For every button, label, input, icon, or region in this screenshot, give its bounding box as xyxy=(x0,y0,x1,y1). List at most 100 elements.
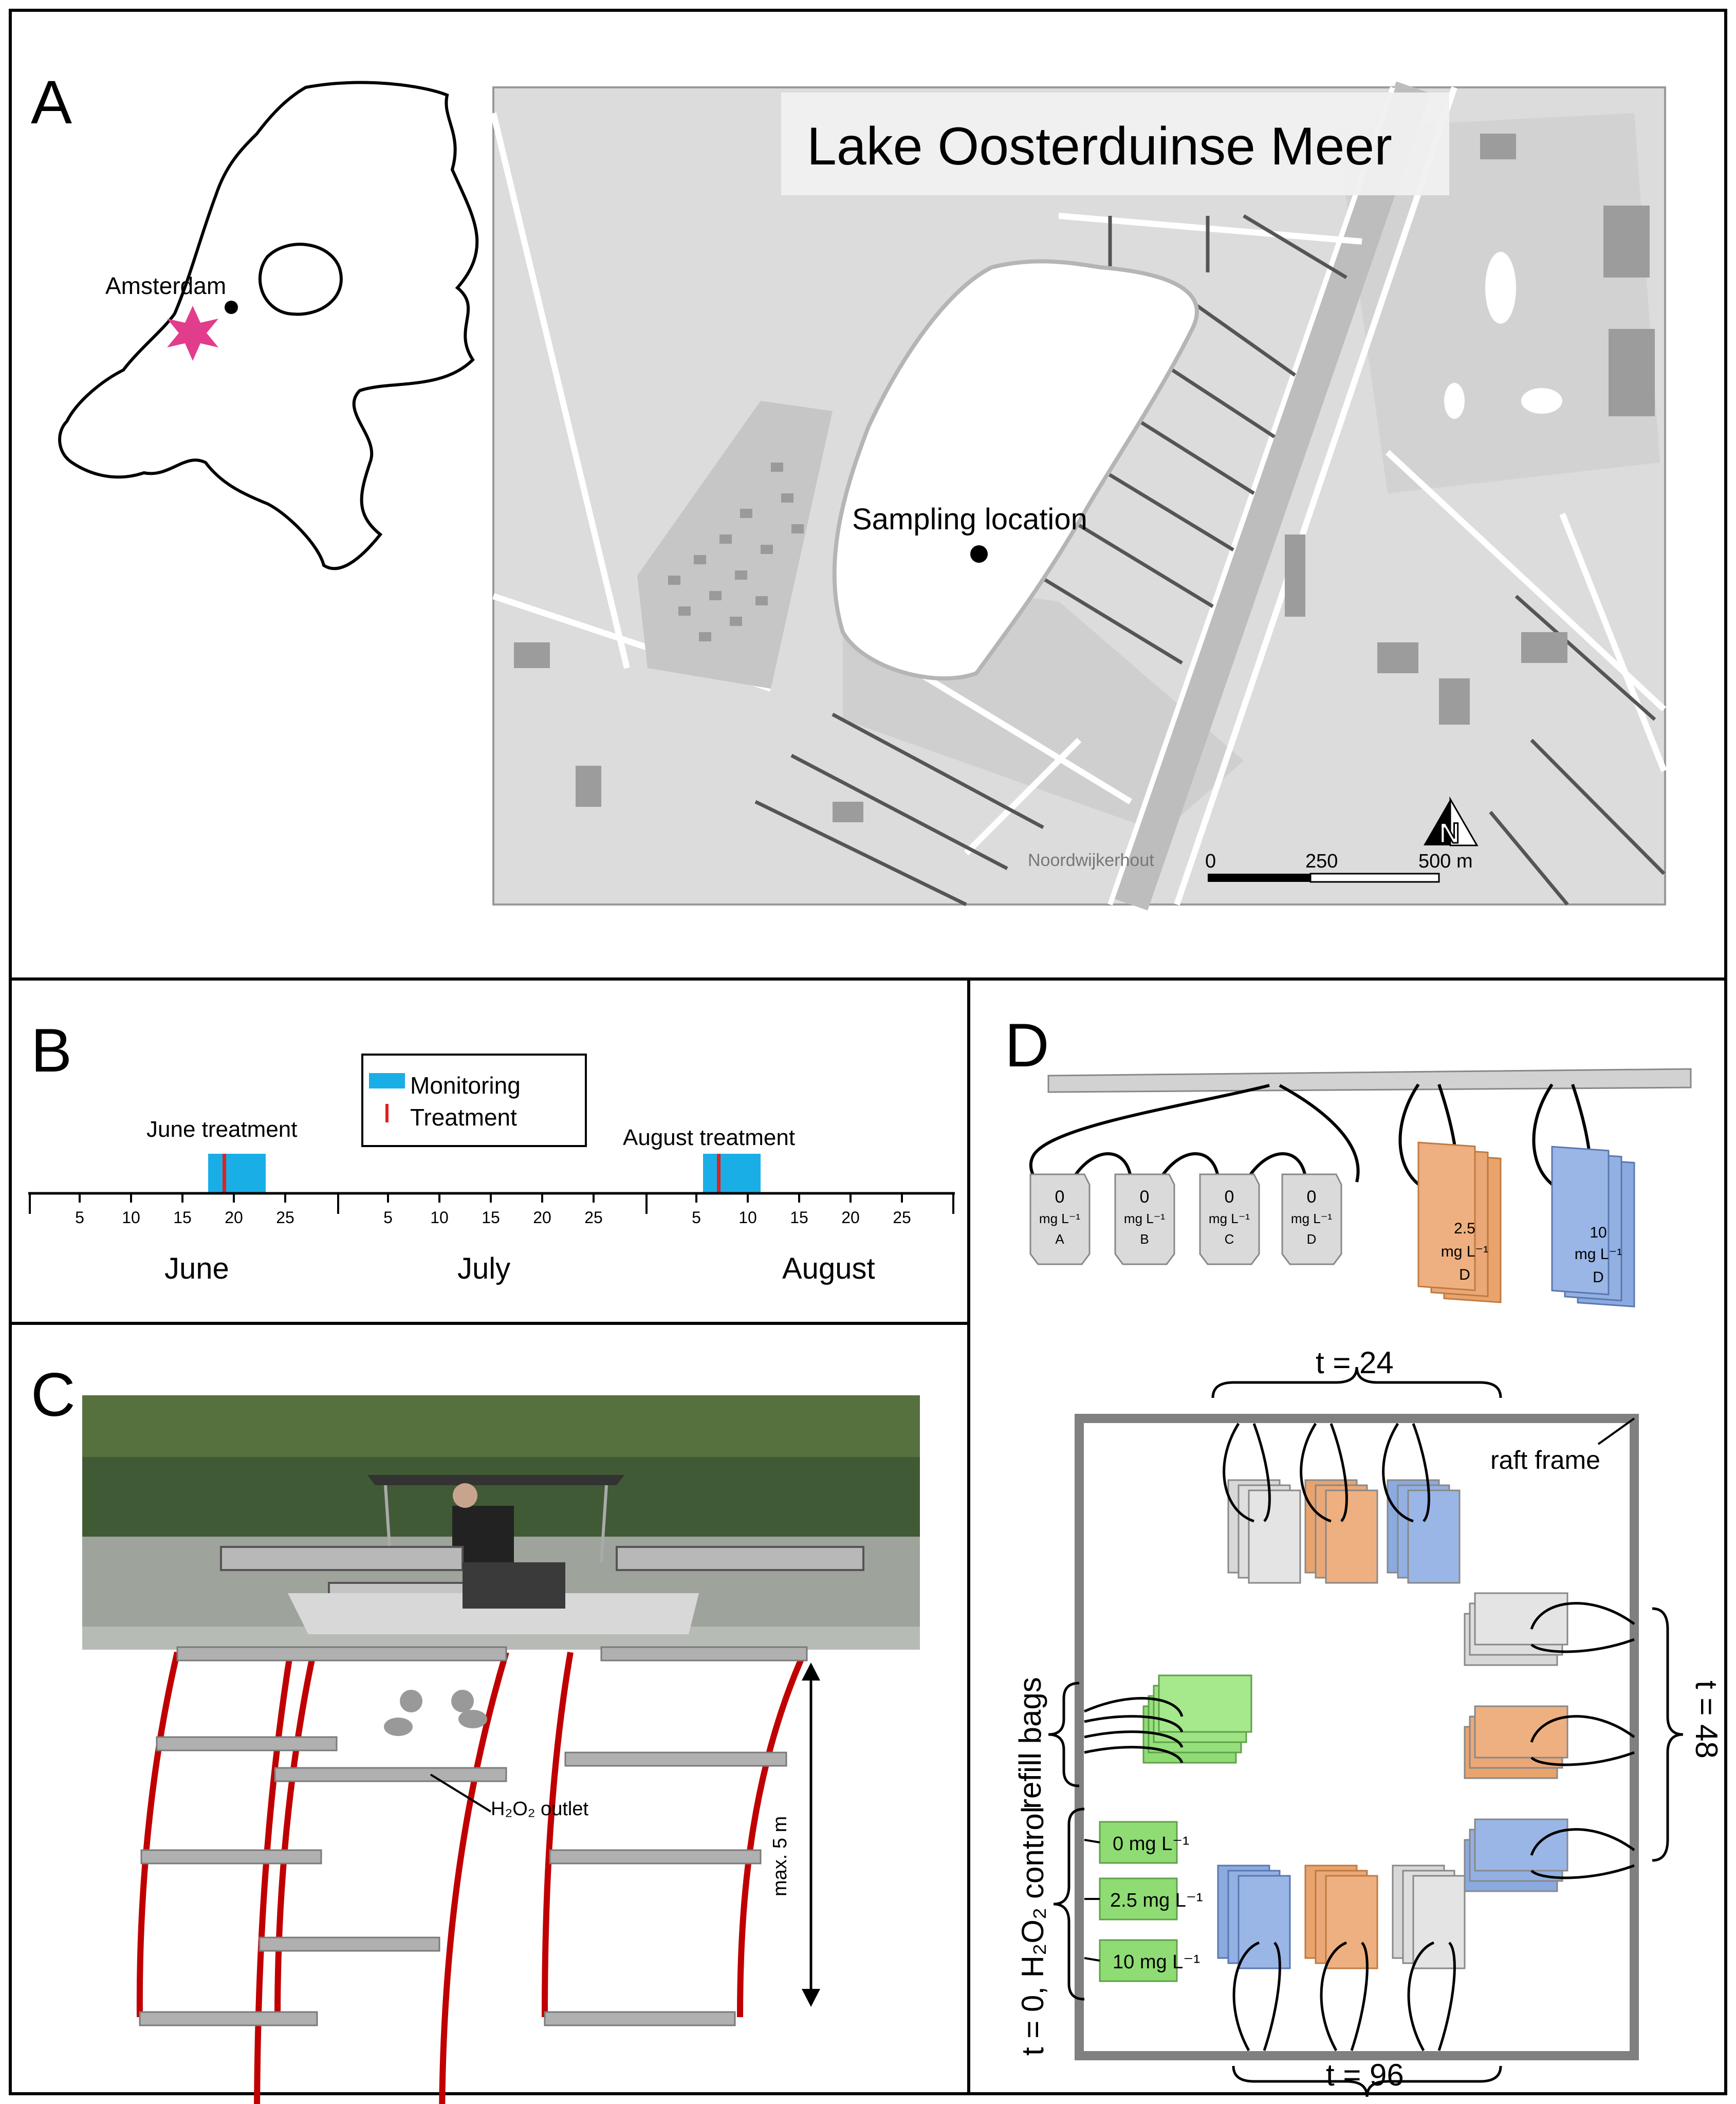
braces xyxy=(1048,1367,1684,2097)
t96-label: t = 96 xyxy=(1326,2058,1404,2092)
june-monitoring-bar xyxy=(208,1154,266,1192)
tick-label: 10 xyxy=(430,1208,449,1227)
north-label: N xyxy=(1439,817,1460,849)
orange-bag-labels: 2.5 mg L⁻¹ D xyxy=(1441,1220,1489,1283)
control-bag-b-id: B xyxy=(1140,1231,1149,1247)
panel-d-label: D xyxy=(1005,1011,1049,1080)
month-august: August xyxy=(782,1252,875,1285)
depth-arrow xyxy=(802,1663,820,2007)
refill-bag-stack xyxy=(1083,1674,1252,1764)
t24-bag-stacks xyxy=(1223,1423,1461,1584)
control-bag-10: 10 mg L⁻¹ xyxy=(1113,1951,1200,1973)
tick-label: 5 xyxy=(692,1208,701,1227)
blue-bag-labels: 10 mg L⁻¹ D xyxy=(1575,1224,1622,1286)
amsterdam-dot xyxy=(225,301,238,314)
map-title: Lake Oosterduinse Meer xyxy=(807,117,1392,176)
tick-labels-july: 5 10 15 20 25 xyxy=(383,1208,603,1227)
panel-b-label: B xyxy=(31,1016,72,1085)
control-bag-c-id: C xyxy=(1225,1231,1234,1247)
panel-d: D 0 mg L⁻¹ A 0 mg L⁻¹ B 0 mg L⁻¹ xyxy=(1005,1011,1724,2097)
refill-label: refill bags xyxy=(1013,1677,1047,1809)
tick-labels-august: 5 10 15 20 25 xyxy=(692,1208,911,1227)
tick-label: 20 xyxy=(225,1208,243,1227)
panel-borders xyxy=(9,9,1727,2095)
june-treatment-mark xyxy=(223,1154,226,1192)
lake-shape xyxy=(832,259,1199,681)
control-bags xyxy=(1029,1173,1342,1265)
dose-low-id: D xyxy=(1459,1266,1470,1283)
control-bag-b-unit: mg L⁻¹ xyxy=(1124,1211,1166,1226)
raft-frame-label: raft frame xyxy=(1490,1446,1600,1474)
month-july: July xyxy=(457,1252,510,1285)
control-bag-d-unit: mg L⁻¹ xyxy=(1291,1211,1333,1226)
legend-treatment-label: Treatment xyxy=(410,1104,517,1131)
control-bag-b-value: 0 xyxy=(1140,1187,1150,1207)
scale-mid: 250 xyxy=(1305,851,1338,872)
control-bag-a-value: 0 xyxy=(1055,1187,1065,1207)
raft-frame-leader xyxy=(1597,1417,1635,1445)
control-bag-c-unit: mg L⁻¹ xyxy=(1209,1211,1250,1226)
control-bag-d-value: 0 xyxy=(1307,1187,1317,1207)
curtain-frames xyxy=(136,1651,807,2104)
hanging-rod xyxy=(1047,1068,1692,1093)
scale-zero: 0 xyxy=(1205,851,1216,872)
blue-bag-stack xyxy=(1532,1083,1635,1307)
control-bag-strings xyxy=(1029,1084,1360,1184)
t96-bag-stacks xyxy=(1217,1865,1466,2052)
outlet-label: H₂O₂ outlet xyxy=(491,1798,588,1820)
tick-label: 15 xyxy=(790,1208,808,1227)
panel-b: B Monitoring Treatment June treatment Au… xyxy=(28,1016,955,1285)
study-site-star-icon xyxy=(167,306,218,361)
dose-high-id: D xyxy=(1593,1269,1604,1286)
june-treatment-label: June treatment xyxy=(146,1117,298,1142)
panel-c: C xyxy=(31,1360,920,2104)
outlet-pipes xyxy=(139,1646,808,2026)
august-treatment-mark xyxy=(717,1154,721,1192)
ijsselmeer-outline xyxy=(258,243,343,316)
dose-low-value: 2.5 xyxy=(1454,1220,1475,1237)
sampling-label: Sampling location xyxy=(852,503,1087,536)
tick-label: 5 xyxy=(383,1208,393,1227)
scale-bar xyxy=(1208,873,1440,883)
tick-label: 25 xyxy=(893,1208,911,1227)
control-bag-c-value: 0 xyxy=(1225,1187,1234,1207)
north-arrow-icon: N xyxy=(1424,796,1479,850)
control-bag-d-id: D xyxy=(1307,1231,1317,1247)
scale-end: 500 m xyxy=(1418,851,1473,872)
dose-high-unit: mg L⁻¹ xyxy=(1575,1246,1622,1263)
panel-a: A Amsterdam xyxy=(31,68,1667,911)
propeller-icon xyxy=(384,1690,487,1736)
dose-low-unit: mg L⁻¹ xyxy=(1441,1243,1489,1260)
amsterdam-label: Amsterdam xyxy=(105,272,226,299)
tick-label: 5 xyxy=(75,1208,84,1227)
tick-label: 25 xyxy=(276,1208,294,1227)
august-monitoring-bar xyxy=(703,1154,761,1192)
legend-treatment-swatch xyxy=(385,1104,389,1122)
sampling-location-dot xyxy=(970,545,988,563)
tick-label: 20 xyxy=(841,1208,860,1227)
control-bag-labels: 0 mg L⁻¹ A 0 mg L⁻¹ B 0 mg L⁻¹ C 0 mg L⁻… xyxy=(1039,1187,1333,1247)
control-label: t = 0, H₂O₂ control xyxy=(1015,1806,1050,2056)
timeline-ticks xyxy=(29,1193,954,1214)
netherlands-outline xyxy=(58,81,479,570)
timeline-legend: Monitoring Treatment xyxy=(361,1054,587,1147)
depth-label: max. 5 m xyxy=(769,1816,791,1896)
legend-monitoring-label: Monitoring xyxy=(410,1072,521,1099)
tick-label: 10 xyxy=(738,1208,757,1227)
orange-bag-stack xyxy=(1398,1083,1502,1303)
map-title-box xyxy=(781,93,1449,195)
t24-label: t = 24 xyxy=(1316,1345,1394,1380)
control-bag-a-id: A xyxy=(1055,1231,1064,1247)
legend-monitoring-swatch xyxy=(369,1073,405,1088)
month-june: June xyxy=(164,1252,229,1285)
t48-label: t = 48 xyxy=(1689,1681,1724,1759)
august-treatment-label: August treatment xyxy=(623,1125,795,1150)
control-bag-2-5: 2.5 mg L⁻¹ xyxy=(1110,1890,1203,1911)
h2o2-control-bags: 0 mg L⁻¹ 2.5 mg L⁻¹ 10 mg L⁻¹ xyxy=(1084,1821,1203,1982)
tick-labels-june: 5 10 15 20 25 xyxy=(75,1208,294,1227)
control-bag-a-unit: mg L⁻¹ xyxy=(1039,1211,1081,1226)
control-bag-0: 0 mg L⁻¹ xyxy=(1113,1833,1189,1855)
panel-a-label: A xyxy=(31,68,72,137)
boat-photo xyxy=(82,1395,920,1650)
